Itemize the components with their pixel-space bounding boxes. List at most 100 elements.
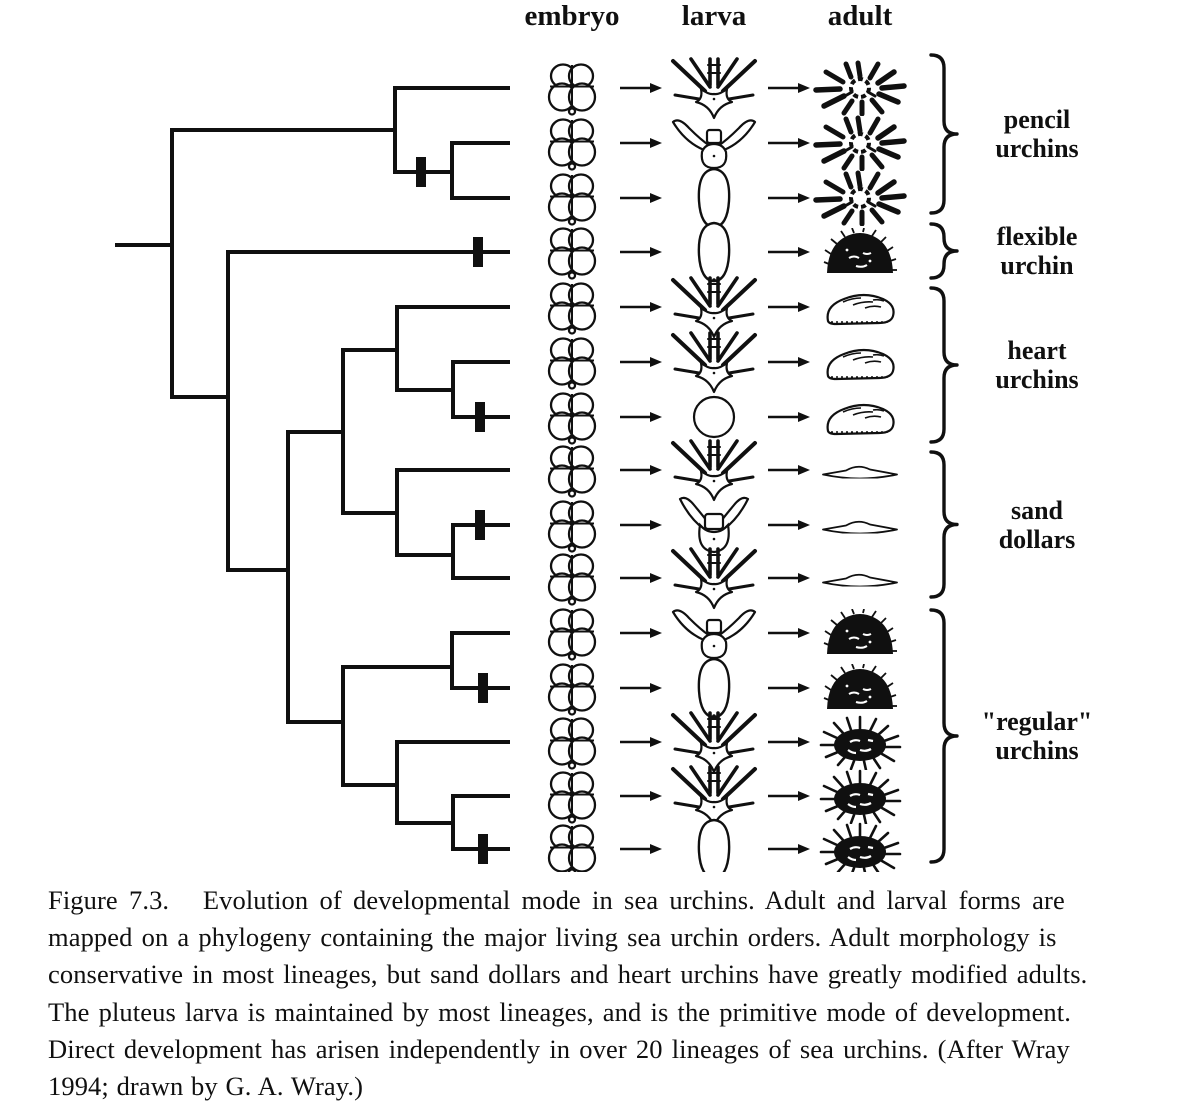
embryo-icon	[547, 717, 597, 770]
pluteus-larva-icon	[671, 57, 757, 120]
phylogeny-tree	[115, 86, 510, 851]
spiny-dark-adult-icon	[819, 715, 902, 770]
group-label-pencil-urchins: pencil urchins	[952, 105, 1122, 163]
group-label-line: heart	[1007, 336, 1067, 365]
development-arrow	[620, 193, 662, 203]
group-label-flexible-urchin: flexible urchin	[952, 222, 1122, 280]
pluteus-larva-icon	[671, 439, 757, 502]
embryo-icon	[547, 553, 597, 606]
embryo-icon	[547, 173, 597, 226]
development-arrow	[620, 520, 662, 530]
embryo-icon	[547, 227, 597, 280]
spiny-dark-adult-icon	[819, 822, 902, 872]
group-label-line: dollars	[998, 524, 1076, 554]
development-arrow	[620, 737, 662, 747]
development-arrow	[768, 83, 810, 93]
taxon-row	[547, 711, 902, 774]
taxon-row	[547, 392, 895, 445]
group-label-line: "regular"	[981, 707, 1093, 736]
group-brace	[929, 286, 959, 444]
development-arrow	[620, 844, 662, 854]
embryo-icon	[547, 771, 597, 824]
column-header-larva: larva	[681, 0, 747, 32]
group-brace	[929, 53, 959, 215]
blob-larva-icon	[697, 167, 731, 229]
taxon-row	[547, 496, 898, 554]
pluteus-larva-icon	[671, 711, 757, 774]
character-change-tick	[475, 510, 485, 540]
fuzzy-dome-adult-icon	[823, 609, 897, 655]
column-header-adult: adult	[827, 0, 893, 32]
taxon-row	[547, 765, 902, 828]
caption-line-3: conservative in most lineages, but sand …	[48, 959, 1088, 990]
pluteus-larva-icon	[671, 276, 757, 339]
embryo-icon	[547, 63, 597, 116]
taxon-row	[547, 331, 895, 394]
development-arrow	[768, 683, 810, 693]
taxon-row	[547, 221, 897, 283]
development-arrow	[768, 520, 810, 530]
blob-larva-icon	[697, 818, 731, 872]
heart-adult-icon	[826, 293, 895, 326]
taxon-row	[547, 439, 898, 502]
group-label-sand-dollars: sand dollars	[952, 496, 1122, 554]
sand-dollar-adult-icon	[822, 520, 898, 534]
development-arrow	[620, 412, 662, 422]
embryo-icon	[547, 500, 597, 553]
development-arrow	[620, 357, 662, 367]
caption-line-2: mapped on a phylogeny containing the maj…	[48, 922, 1057, 953]
pencil-adult-icon	[816, 173, 904, 224]
heart-adult-icon	[826, 403, 895, 436]
embryo-icon	[547, 118, 597, 171]
taxon-row	[547, 57, 904, 120]
column-header-embryo: embryo	[524, 0, 620, 32]
development-arrow	[768, 247, 810, 257]
taxon-row	[547, 276, 895, 339]
figure-caption: Figure 7.3. Evolution of developmental m…	[48, 882, 1158, 1105]
taxon-row	[547, 818, 902, 872]
development-arrow	[768, 628, 810, 638]
winged-larva-icon	[671, 119, 757, 170]
group-label-heart-urchins: heart urchins	[952, 336, 1122, 394]
character-change-ticks	[416, 157, 488, 864]
taxon-row	[547, 608, 897, 661]
sand-dollar-adult-icon	[822, 465, 898, 479]
group-label-line: urchins	[995, 736, 1079, 765]
taxon-row	[547, 167, 904, 229]
embryo-icon	[547, 824, 597, 872]
group-braces	[929, 53, 959, 864]
development-arrow	[768, 138, 810, 148]
pluteus-larva-icon	[671, 765, 757, 828]
circle-larva-icon	[692, 395, 736, 439]
blob-larva-icon	[697, 657, 731, 719]
taxon-row	[547, 657, 897, 719]
character-change-tick	[478, 834, 488, 864]
development-arrow	[620, 302, 662, 312]
embryo-icon	[547, 337, 597, 390]
group-label-line: urchins	[995, 365, 1079, 394]
pluteus-larva-icon	[671, 331, 757, 394]
character-change-tick	[475, 402, 485, 432]
group-brace	[929, 450, 959, 599]
development-arrow	[620, 683, 662, 693]
character-change-tick	[416, 157, 426, 187]
pencil-adult-icon	[816, 63, 904, 114]
development-arrow	[620, 628, 662, 638]
development-arrow	[768, 791, 810, 801]
phylogeny-figure-canvas	[115, 53, 959, 872]
spiny-dark-adult-icon	[819, 769, 902, 824]
caption-line-6: 1994; drawn by G. A. Wray.)	[48, 1071, 364, 1102]
pencil-adult-icon	[816, 118, 904, 169]
development-arrow	[620, 465, 662, 475]
group-label-line: urchin	[1000, 251, 1074, 280]
embryo-icon	[547, 392, 597, 445]
character-change-tick	[478, 673, 488, 703]
development-arrow	[620, 573, 662, 583]
group-label-line: pencil	[1003, 105, 1071, 134]
development-arrow	[768, 357, 810, 367]
caption-line-4: The pluteus larva is maintained by most …	[48, 996, 1071, 1027]
embryo-icon	[547, 608, 597, 661]
blob-larva-icon	[697, 221, 731, 283]
group-brace	[929, 608, 959, 864]
